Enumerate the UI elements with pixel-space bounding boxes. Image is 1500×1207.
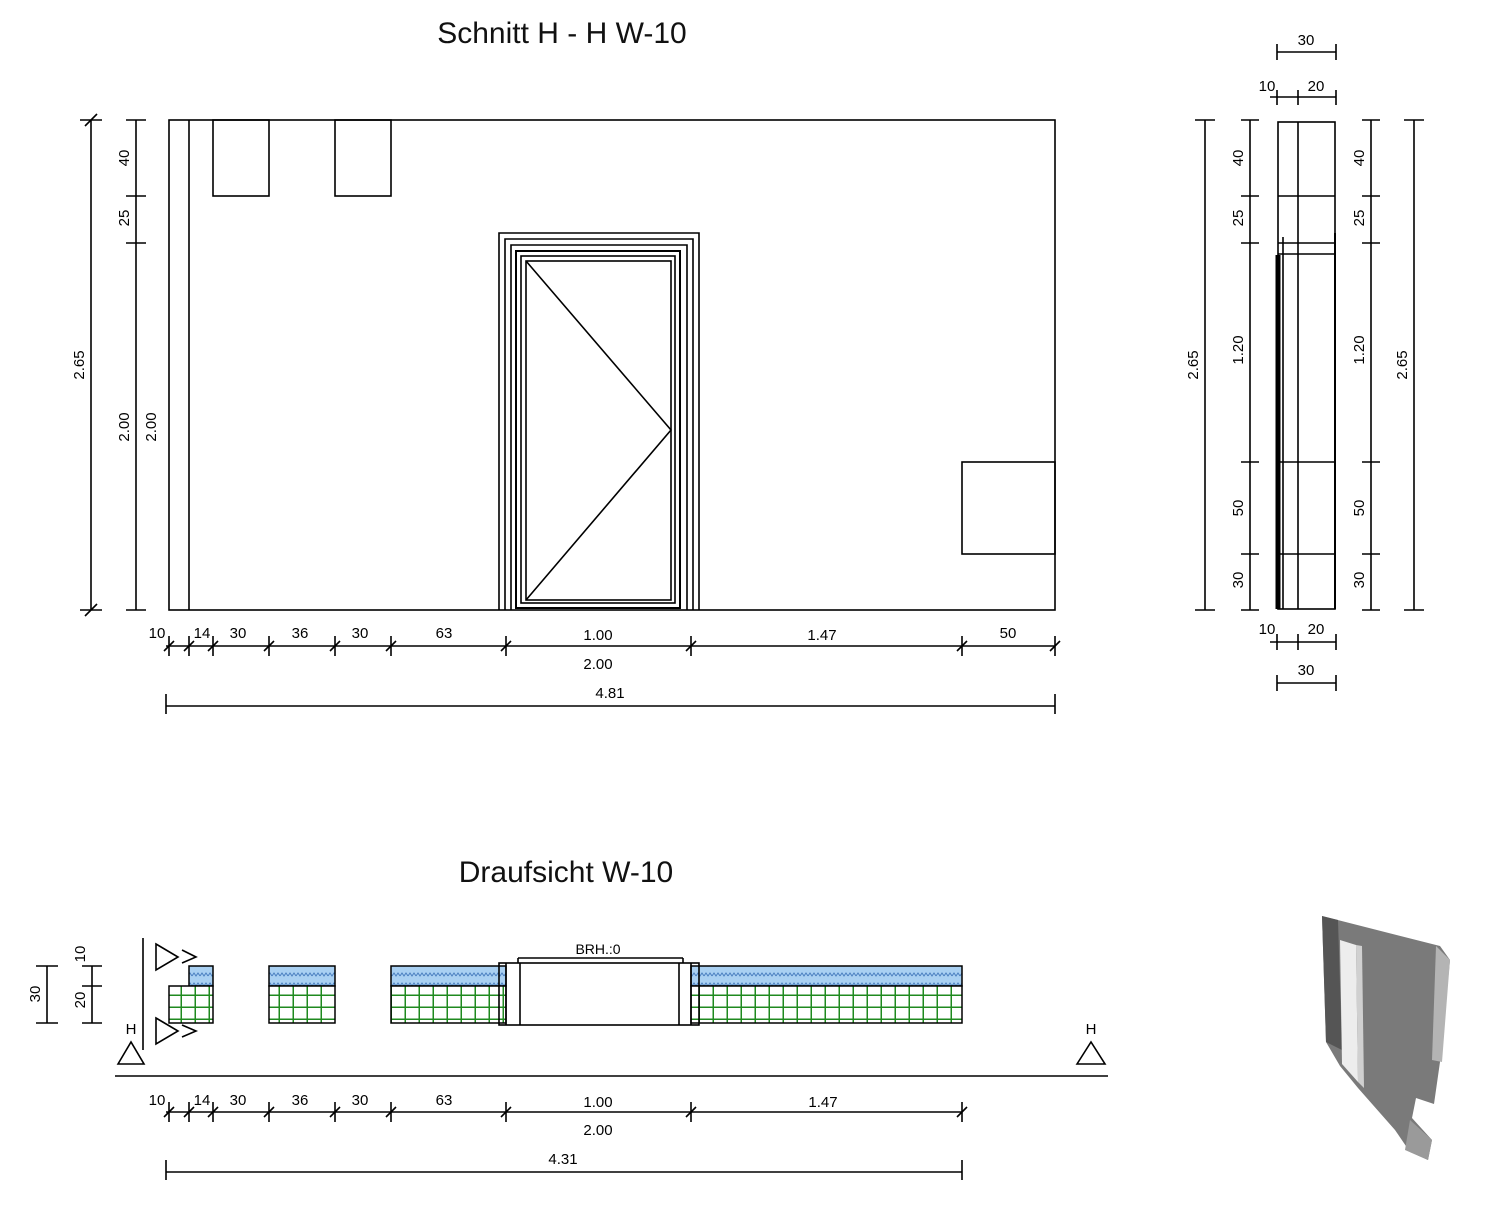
dim-100: 1.00 [583, 627, 612, 644]
side-right-120: 1.20 [1351, 335, 1368, 364]
door [498, 232, 700, 610]
side-top-30: 30 [1298, 32, 1315, 49]
dim-tick-slash [500, 640, 512, 652]
dim-30a: 30 [230, 625, 247, 642]
marker-h-left: H [126, 1021, 137, 1038]
plan-title: Draufsicht W-10 [459, 856, 674, 889]
side-bottom-20: 20 [1308, 621, 1325, 638]
side-left-total: 2.65 [1185, 350, 1202, 379]
dim-147: 1.47 [807, 627, 836, 644]
dim-tick-slash [163, 640, 175, 652]
dim-tick-slash [956, 640, 968, 652]
plan-dim-10b: 10 [149, 1092, 166, 1109]
dim-tick-slash [263, 640, 275, 652]
dim-tick-slash [329, 640, 341, 652]
side-top-20: 20 [1308, 78, 1325, 95]
plan-view: 30 10 20 BRH.:0 H H [27, 938, 1108, 1180]
plan-dim-20: 20 [72, 992, 89, 1009]
side-left-120: 1.20 [1230, 335, 1247, 364]
dim-inner-200: 2.00 [116, 412, 133, 441]
plan-dim-opening-200: 2.00 [583, 1122, 612, 1139]
side-right-total: 2.65 [1394, 350, 1411, 379]
side-bottom-30: 30 [1298, 662, 1315, 679]
dim-opening-200: 2.00 [583, 656, 612, 673]
dim-total-height: 2.65 [71, 350, 88, 379]
section-elevation [168, 119, 1056, 611]
side-right-25: 25 [1351, 210, 1368, 227]
plan-dim-100: 1.00 [583, 1094, 612, 1111]
dim-25: 25 [116, 210, 133, 227]
side-left-40: 40 [1230, 150, 1247, 167]
side-top-10: 10 [1259, 78, 1276, 95]
marker-h-right: H [1086, 1021, 1097, 1038]
side-left-50: 50 [1230, 500, 1247, 517]
dim-63: 63 [436, 625, 453, 642]
dim-50: 50 [1000, 625, 1017, 642]
recess-2 [334, 119, 392, 197]
side-section: 30 10 20 2.65 40 25 1.20 50 30 40 25 [1185, 32, 1424, 691]
dim-tick-slash [207, 1106, 219, 1118]
plan-dim-30a: 30 [230, 1092, 247, 1109]
dim-tick-slash [163, 1106, 175, 1118]
side-left-30: 30 [1230, 572, 1247, 589]
side-left-25: 25 [1230, 210, 1247, 227]
dim-tick-slash [329, 1106, 341, 1118]
side-right-30: 30 [1351, 572, 1368, 589]
dim-14: 14 [194, 625, 211, 642]
section-title: Schnitt H - H W-10 [437, 17, 687, 50]
recess-1 [212, 119, 270, 197]
dim-inner2-200: 2.00 [143, 412, 160, 441]
dim-tick-slash [183, 1106, 195, 1118]
dim-tick-slash [385, 640, 397, 652]
plan-dim-63: 63 [436, 1092, 453, 1109]
plan-dim-14: 14 [194, 1092, 211, 1109]
plan-dim-30b: 30 [352, 1092, 369, 1109]
plan-brh-label: BRH.:0 [575, 941, 620, 957]
dim-36: 36 [292, 625, 309, 642]
plan-dim-total-431: 4.31 [548, 1151, 577, 1168]
dim-tick-slash [385, 1106, 397, 1118]
plan-dim-10: 10 [72, 946, 89, 963]
side-bottom-10: 10 [1259, 621, 1276, 638]
recess-3 [961, 461, 1056, 555]
plan-dim-36: 36 [292, 1092, 309, 1109]
dim-top-40: 40 [116, 150, 133, 167]
dim-30b: 30 [352, 625, 369, 642]
dim-tick-slash [685, 640, 697, 652]
side-outline [1277, 121, 1336, 610]
plan-dim-30: 30 [27, 986, 44, 1003]
dim-total-481: 4.81 [595, 685, 624, 702]
section-left-dims: 2.65 40 25 2.00 2.00 [71, 113, 160, 617]
wall-3d-preview [1322, 916, 1450, 1160]
wall-outline [168, 119, 1056, 611]
dim-tick-slash [207, 640, 219, 652]
dim-tick-slash [263, 1106, 275, 1118]
side-right-50: 50 [1351, 500, 1368, 517]
dim-tick-slash [956, 1106, 968, 1118]
side-right-40: 40 [1351, 150, 1368, 167]
dim-tick-slash [183, 640, 195, 652]
dim-tick-slash [1049, 640, 1061, 652]
dim-10: 10 [149, 625, 166, 642]
dim-tick-slash [500, 1106, 512, 1118]
section-bottom-dims: 10 14 30 36 30 63 1.00 1.47 50 2.00 4.81 [149, 625, 1061, 714]
dim-tick-slash [685, 1106, 697, 1118]
plan-dim-147: 1.47 [808, 1094, 837, 1111]
